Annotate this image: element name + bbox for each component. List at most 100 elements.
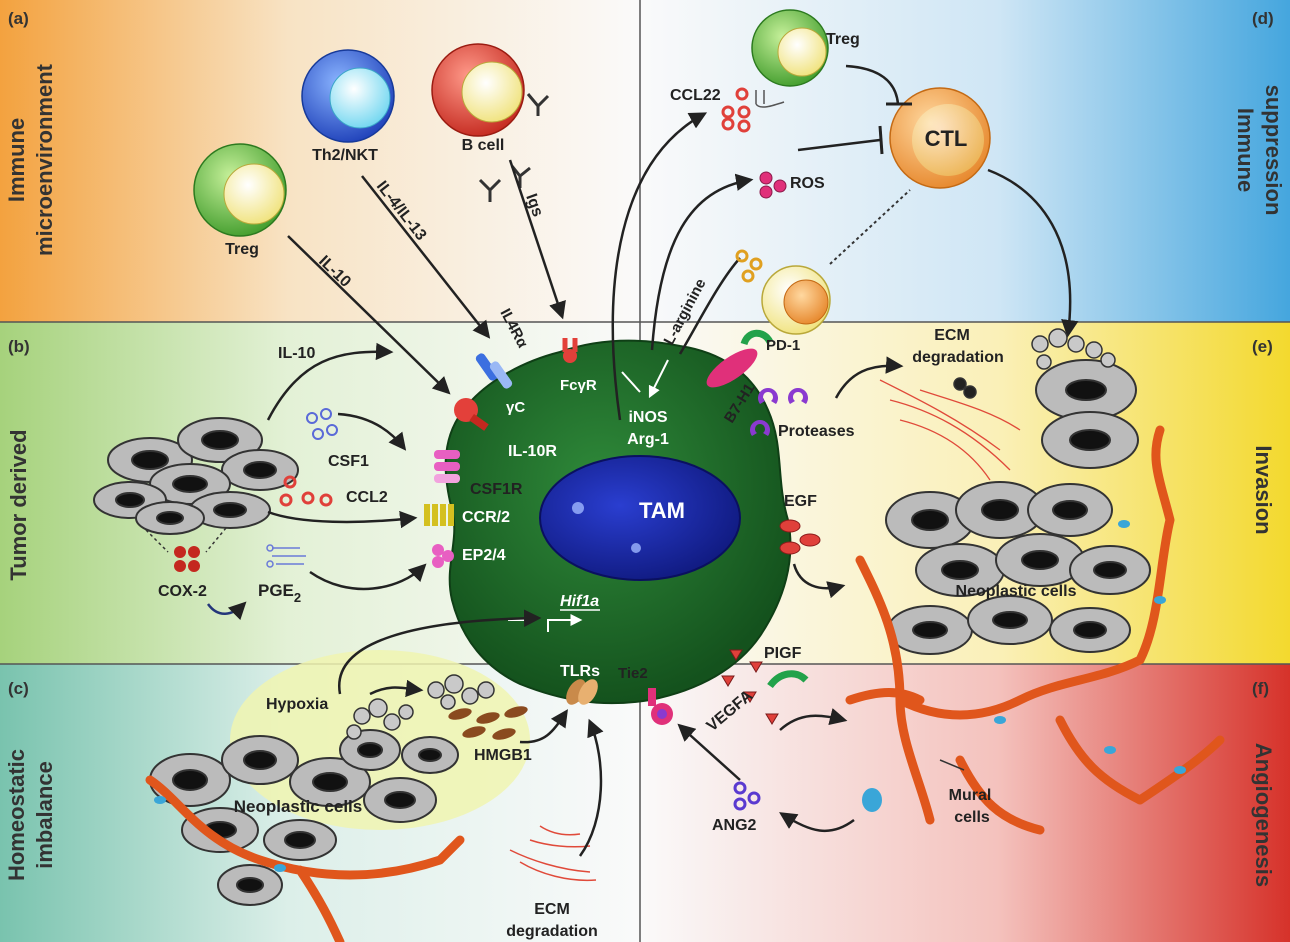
- mural-arrow: [779, 812, 855, 833]
- csf1-molecule-icon: [306, 408, 338, 440]
- ccl22-arrow: [611, 112, 708, 421]
- panel-e-letter: (e): [1252, 337, 1273, 356]
- mural-label-2: cells: [954, 809, 990, 826]
- b-cell-label: B cell: [462, 137, 505, 154]
- il10-arrow-treg: [287, 235, 451, 395]
- fcgr-receptor-icon: [562, 338, 578, 363]
- pigf-molecule-icon: [721, 649, 779, 725]
- il10r-label: IL-10R: [508, 443, 557, 460]
- pigf-label: PIGF: [764, 645, 802, 662]
- th2-nkt-cell: [301, 49, 395, 143]
- hmgb1-molecule-icon: [448, 706, 528, 740]
- panel-b-letter: (b): [8, 337, 30, 356]
- il4-arrow: [361, 175, 491, 339]
- vegfr-receptor-icon: [767, 670, 809, 689]
- ccl2-arrow: [267, 510, 418, 529]
- tam-nucleus: [539, 455, 741, 581]
- ang2-molecule-icon: [733, 781, 761, 811]
- panel-b-title: Tumor derived: [6, 429, 31, 580]
- ep24-label: EP2/4: [462, 547, 506, 564]
- ccl22-molecule-icon: [721, 87, 751, 133]
- protease-icons: [750, 388, 808, 436]
- cox2-arrow: [206, 601, 247, 621]
- panel-f-letter: (f): [1252, 679, 1269, 698]
- igs-arrow: [508, 159, 566, 320]
- tumor-cell-cluster-e: [885, 359, 1151, 655]
- ros-label: ROS: [790, 175, 825, 192]
- ros-arrow: [650, 173, 754, 351]
- treg-cell-a: [193, 143, 287, 237]
- ctl-cell: [889, 87, 991, 189]
- panel-d-title-1: Immune: [1233, 108, 1258, 192]
- exhausted-t-cell: [761, 265, 831, 335]
- ecm-label-c1: ECM: [534, 901, 570, 918]
- pd1-receptor-icon: [740, 329, 774, 346]
- pge-label: PGE2: [258, 581, 301, 605]
- exhaustion-dotted-line: [829, 189, 911, 265]
- csf1r-label: CSF1R: [470, 481, 523, 498]
- tlr-receptor-icon: [566, 679, 598, 705]
- ccr2-receptor-icon: [424, 504, 454, 526]
- neoplastic-label-e: Neoplastic cells: [956, 583, 1077, 600]
- ros-molecule-icon: [759, 171, 787, 199]
- treg-cell-d: [751, 9, 829, 87]
- gamma-c-label: γC: [506, 399, 525, 416]
- tumor-cell-cluster-b: [93, 417, 299, 535]
- ecm-label-e1: ECM: [934, 327, 970, 344]
- ecm-label-e2: degradation: [912, 349, 1004, 366]
- il10-label-b: IL-10: [278, 345, 315, 362]
- tlrs-label: TLRs: [560, 663, 600, 680]
- egf-molecule-icon: [779, 519, 821, 555]
- tie2-receptor-icon: [648, 688, 673, 725]
- hmgb1-label: HMGB1: [474, 747, 532, 764]
- treg-inhibit-line: [845, 64, 900, 105]
- tie2-label: Tie2: [618, 665, 648, 682]
- ccl22-label: CCL22: [670, 87, 721, 104]
- b-cell: [431, 43, 550, 137]
- tam-label: TAM: [639, 498, 685, 523]
- panel-d-title-2: suppression: [1261, 85, 1286, 216]
- hypoxia-label: Hypoxia: [266, 696, 328, 713]
- csf1-arrow: [337, 412, 407, 451]
- mural-label-1: Mural: [949, 787, 992, 804]
- invading-cells-icon: [953, 328, 1116, 399]
- panel-e-title: Invasion: [1251, 445, 1276, 534]
- ep24-receptor-icon: [432, 544, 454, 568]
- il10-arrow-tumor: [266, 342, 394, 421]
- larginine-molecule-icon: [735, 249, 763, 283]
- hmgb1-arrow: [519, 709, 568, 744]
- cox2-label: COX-2: [158, 583, 207, 600]
- ecm-label-c2: degradation: [506, 923, 598, 940]
- csf1-label: CSF1: [328, 453, 369, 470]
- cox2-enzyme-icon: [174, 546, 200, 572]
- panel-a-title-2: microenvironment: [32, 63, 57, 256]
- panel-c-letter: (c): [8, 679, 29, 698]
- ecm-arrow-c: [578, 718, 604, 857]
- larginine-line: [678, 257, 741, 355]
- proteases-label: Proteases: [778, 423, 855, 440]
- b7h1-receptor-icon: [706, 348, 758, 388]
- csf1r-receptor-icon: [434, 450, 460, 483]
- blood-vessel-c: [145, 775, 465, 942]
- proteases-arrow: [834, 356, 904, 399]
- fcgr-label: FcγR: [560, 377, 597, 394]
- il4r-receptor-icon: [475, 353, 513, 389]
- ang2-label: ANG2: [712, 817, 757, 834]
- neoplastic-label-c: Neoplastic cells: [234, 797, 363, 816]
- ctl-label: CTL: [925, 126, 968, 151]
- treg-label-a: Treg: [225, 241, 259, 258]
- panel-f-bg: [640, 664, 1290, 942]
- panel-c-title-1: Homeostatic: [4, 749, 29, 881]
- hif1a-label: Hif1a: [560, 593, 599, 610]
- ecm-fibers-e: [879, 379, 1021, 481]
- pd1-label: PD-1: [766, 337, 800, 354]
- hypoxia-arrow: [338, 609, 542, 695]
- th2-nkt-label: Th2/NKT: [312, 147, 378, 164]
- egf-arrow: [792, 563, 846, 599]
- vessel-cells-blue: [154, 520, 1186, 872]
- il10r-receptor-icon: [454, 398, 489, 431]
- ccr2-label: CCR/2: [462, 509, 510, 526]
- arg1-label: Arg-1: [627, 431, 669, 448]
